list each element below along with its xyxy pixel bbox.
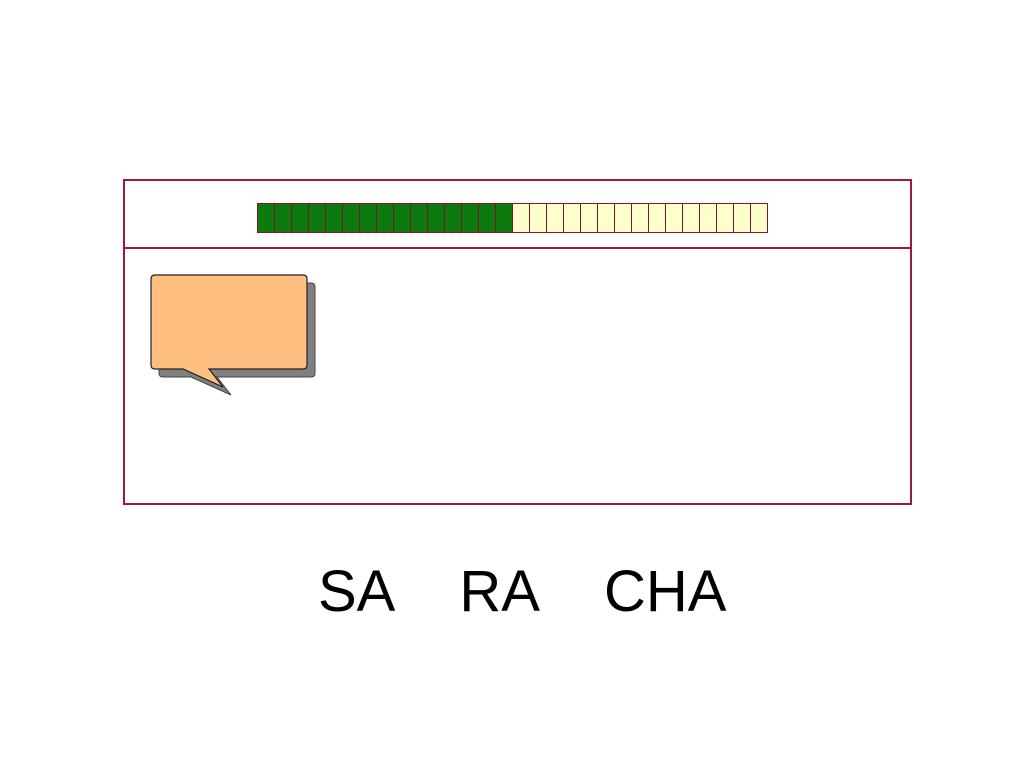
progress-cell-empty (597, 203, 615, 233)
progress-cell-empty (682, 203, 700, 233)
progress-cell-filled (376, 203, 394, 233)
label-sa: SA (318, 559, 396, 624)
label-row: SA RA CHA (318, 558, 726, 625)
label-cha: CHA (603, 559, 727, 624)
progress-cell-filled (308, 203, 326, 233)
progress-bar (257, 203, 768, 233)
progress-cell-empty (699, 203, 717, 233)
progress-cell-empty (614, 203, 632, 233)
progress-cell-empty (512, 203, 530, 233)
progress-cell-empty (733, 203, 751, 233)
progress-cell-filled (495, 203, 513, 233)
progress-cell-empty (750, 203, 768, 233)
panel-divider (125, 247, 910, 249)
progress-cell-empty (580, 203, 598, 233)
progress-cell-empty (648, 203, 666, 233)
progress-cell-filled (444, 203, 462, 233)
progress-cell-empty (716, 203, 734, 233)
progress-cell-filled (461, 203, 479, 233)
speech-bubble-icon (150, 274, 316, 396)
progress-cell-filled (393, 203, 411, 233)
progress-cell-empty (563, 203, 581, 233)
progress-cell-filled (359, 203, 377, 233)
progress-cell-filled (274, 203, 292, 233)
progress-cell-filled (291, 203, 309, 233)
progress-cell-filled (478, 203, 496, 233)
speech-bubble-body (150, 274, 308, 388)
progress-cell-filled (427, 203, 445, 233)
progress-cell-empty (529, 203, 547, 233)
progress-cell-empty (665, 203, 683, 233)
progress-cell-empty (631, 203, 649, 233)
main-panel (123, 179, 912, 505)
label-ra: RA (459, 559, 540, 624)
progress-cell-filled (342, 203, 360, 233)
progress-cell-filled (325, 203, 343, 233)
progress-cell-filled (410, 203, 428, 233)
progress-cell-empty (546, 203, 564, 233)
progress-cell-filled (257, 203, 275, 233)
